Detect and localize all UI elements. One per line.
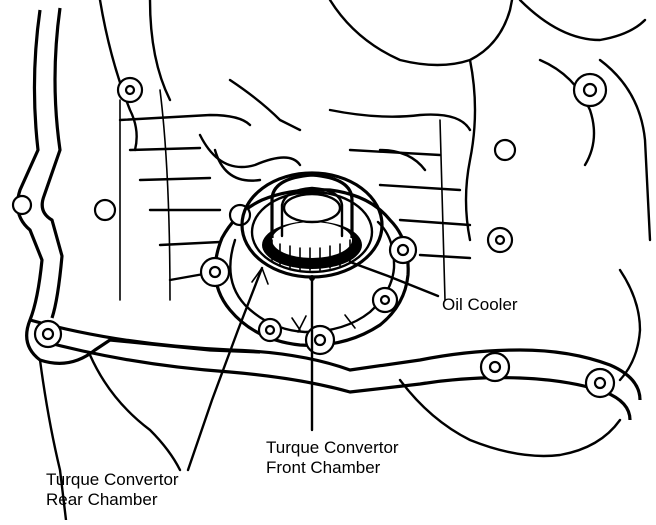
leader-lines	[186, 260, 440, 472]
rear-chamber-label: Turque Convertor Rear Chamber	[46, 470, 179, 509]
rear-chamber-leader	[186, 266, 264, 472]
lower-flange	[11, 194, 642, 421]
converter-hub	[240, 171, 384, 281]
front-chamber-label: Turque Convertor Front Chamber	[266, 438, 399, 477]
case-ribs	[93, 72, 608, 301]
oil-cooler-label: Oil Cooler	[442, 295, 518, 314]
oil-cooler-leader	[348, 260, 440, 298]
case-outline	[16, 0, 652, 522]
converter-housing	[199, 188, 418, 356]
